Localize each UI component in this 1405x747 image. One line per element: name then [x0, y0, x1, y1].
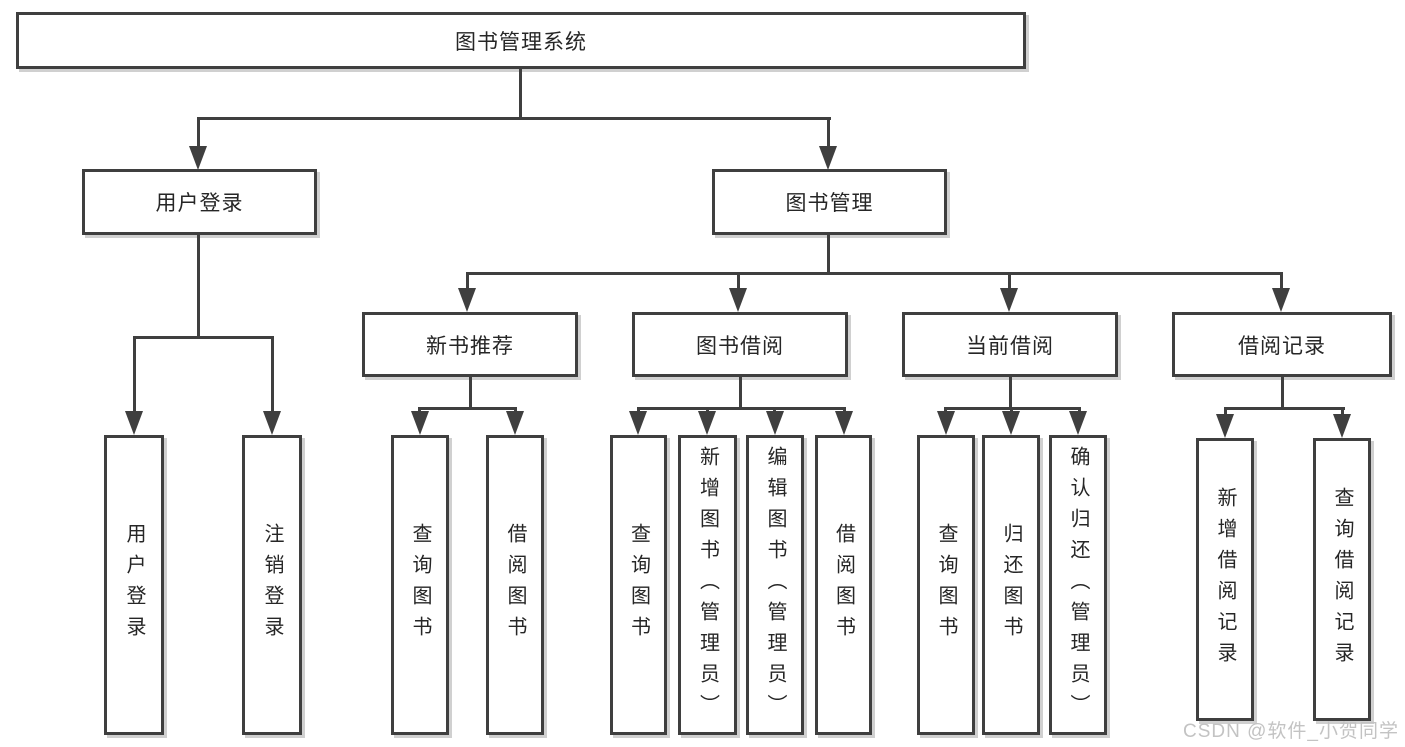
node-current-borrowing: 当前借阅 — [902, 312, 1118, 377]
leaf-logout: 注销登录 — [242, 435, 302, 735]
connector-login-drop-left — [133, 336, 136, 416]
arrowhead-borrowing-records — [1272, 288, 1290, 312]
leaf-return-books: 归还图书 — [982, 435, 1040, 735]
leaf-query-books-newbooks: 查询图书 — [391, 435, 449, 735]
node-borrowing-records: 借阅记录 — [1172, 312, 1392, 377]
connector-g2-drop — [739, 377, 742, 410]
arrowhead-g3-query-books — [937, 411, 955, 435]
arrowhead-book-borrowing — [729, 288, 747, 312]
connector-mgmt-drop — [827, 235, 830, 275]
arrowhead-g1-borrow-books — [506, 411, 524, 435]
arrowhead-book-management — [819, 146, 837, 170]
connector-g1-splitter — [418, 407, 517, 410]
node-book-management: 图书管理 — [712, 169, 947, 235]
arrowhead-g2-query-books — [629, 411, 647, 435]
connector-level3-drop-3 — [1008, 272, 1011, 294]
node-book-borrowing: 图书借阅 — [632, 312, 848, 377]
connector-g2-splitter — [637, 407, 846, 410]
connector-login-drop-right — [271, 336, 274, 416]
node-user-login: 用户登录 — [82, 169, 317, 235]
csdn-watermark: CSDN @软件_小贺同学 — [1183, 721, 1399, 742]
node-new-book-recommend: 新书推荐 — [362, 312, 578, 377]
arrowhead-leaf-logout — [263, 411, 281, 435]
connector-login-splitter — [133, 336, 274, 339]
connector-level2-drop-left — [197, 117, 200, 152]
arrowhead-user-login — [189, 146, 207, 170]
connector-level3-splitter — [466, 272, 1283, 275]
leaf-add-books-admin: 新增图书（管理员） — [678, 435, 737, 735]
connector-root-drop — [519, 69, 522, 120]
arrowhead-g3-return-books — [1002, 411, 1020, 435]
arrowhead-new-book-recommend — [458, 288, 476, 312]
arrowhead-g3-confirm-return — [1069, 411, 1087, 435]
connector-level3-drop-1 — [466, 272, 469, 294]
arrowhead-g2-add-books — [698, 411, 716, 435]
connector-level2-drop-right — [827, 117, 830, 152]
leaf-borrow-books-borrowing: 借阅图书 — [815, 435, 872, 735]
connector-g4-splitter — [1224, 407, 1345, 410]
arrowhead-current-borrowing — [1000, 288, 1018, 312]
leaf-query-borrow-record: 查询借阅记录 — [1313, 438, 1371, 721]
arrowhead-g4-add-record — [1216, 414, 1234, 438]
connector-level2-splitter — [197, 117, 831, 120]
arrowhead-g4-query-record — [1333, 414, 1351, 438]
leaf-query-books-borrowing: 查询图书 — [610, 435, 667, 735]
leaf-query-books-current: 查询图书 — [917, 435, 975, 735]
connector-login-drop — [197, 235, 200, 339]
leaf-user-login: 用户登录 — [104, 435, 164, 735]
connector-level3-drop-4 — [1280, 272, 1283, 294]
connector-level3-drop-2 — [737, 272, 740, 294]
node-library-management-system: 图书管理系统 — [16, 12, 1026, 69]
arrowhead-g2-borrow-books — [835, 411, 853, 435]
connector-g1-drop — [469, 377, 472, 410]
connector-g4-drop — [1281, 377, 1284, 410]
leaf-edit-books-admin: 编辑图书（管理员） — [746, 435, 804, 735]
connector-g3-drop — [1009, 377, 1012, 410]
arrowhead-g2-edit-books — [766, 411, 784, 435]
leaf-add-borrow-record: 新增借阅记录 — [1196, 438, 1254, 721]
arrowhead-leaf-user-login — [125, 411, 143, 435]
leaf-confirm-return-admin: 确认归还（管理员） — [1049, 435, 1107, 735]
arrowhead-g1-query-books — [411, 411, 429, 435]
leaf-borrow-books-newbooks: 借阅图书 — [486, 435, 544, 735]
